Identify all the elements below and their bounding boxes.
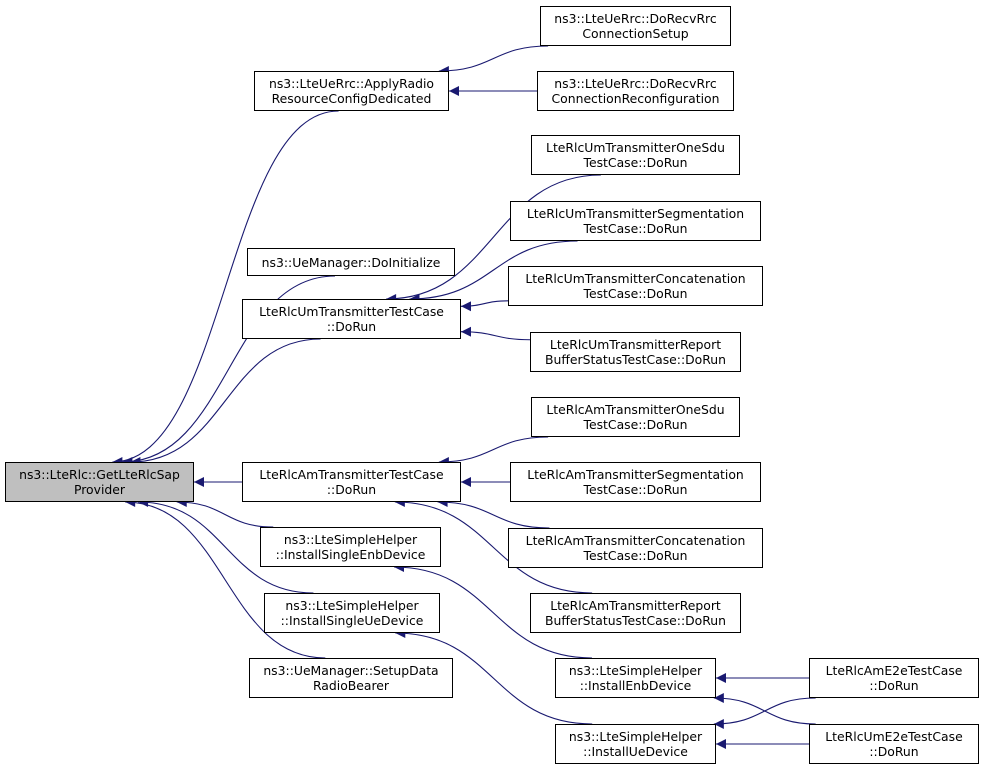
node-label-line2: ConnectionReconfiguration [551,91,720,106]
node-label-line1: ns3::LteUeRrc::DoRecvRrc [554,76,717,91]
node-ue-manager-setup-data-radio-bearer[interactable]: ns3::UeManager::SetupData RadioBearer [249,658,453,698]
edge-ue_mgr_init-to-root [122,275,335,467]
node-label-line1: LteRlcUmE2eTestCase [825,729,963,744]
node-label-line1: LteRlcAmTransmitterTestCase [259,467,444,482]
edge-um_tc-to-root [130,338,321,467]
edge-um_seg-to-um_tc [409,240,578,304]
node-label-line2: BufferStatusTestCase::DoRun [544,613,727,628]
node-label-line1: LteRlcAmE2eTestCase [825,663,963,678]
node-label-line1: LteRlcAmTransmitterReport [550,598,721,613]
node-label-line2: TestCase::DoRun [583,417,688,432]
edge-recv_setup-to-apply_radio [438,45,549,76]
node-label-line1: ns3::UeManager::SetupData [263,663,439,678]
node-label-line1: LteRlcAmTransmitterConcatenation [525,533,746,548]
node-am-e2e-testcase-dorun[interactable]: LteRlcAmE2eTestCase ::DoRun [809,658,979,698]
node-label-line2: TestCase::DoRun [583,286,688,301]
node-install-single-enb-device[interactable]: ns3::LteSimpleHelper ::InstallSingleEnbD… [260,527,441,567]
node-install-single-ue-device[interactable]: ns3::LteSimpleHelper ::InstallSingleUeDe… [264,593,440,633]
node-do-recv-rrc-connection-reconfiguration[interactable]: ns3::LteUeRrc::DoRecvRrc ConnectionRecon… [537,71,734,111]
edge-inst_single_ue-to-root [138,497,314,594]
node-label-line1: ns3::UeManager::DoInitialize [261,254,441,270]
node-label-line1: LteRlcUmTransmitterConcatenation [525,271,746,286]
edge-am_e2e-to-inst_ue [713,697,816,729]
node-label-line2: ::DoRun [326,319,377,334]
node-install-ue-device[interactable]: ns3::LteSimpleHelper ::InstallUeDevice [555,724,716,764]
node-label-line2: ::DoRun [869,678,919,693]
node-am-transmitter-concatenation-testcase[interactable]: LteRlcAmTransmitterConcatenation TestCas… [508,528,763,568]
edge-um_concat-to-um_tc [460,300,509,312]
node-label-line1: ns3::LteUeRrc::DoRecvRrc [554,11,717,26]
node-ue-manager-do-initialize[interactable]: ns3::UeManager::DoInitialize [247,248,455,276]
node-label-line1: ns3::LteSimpleHelper [568,729,703,744]
node-label-line1: LteRlcUmTransmitterOneSdu [546,140,725,155]
node-label-line1: LteRlcAmTransmitterSegmentation [527,467,744,482]
node-am-transmitter-report-buffer-status[interactable]: LteRlcAmTransmitterReport BufferStatusTe… [530,593,741,633]
node-label-line1: LteRlcUmTransmitterReport [549,337,722,352]
node-am-transmitter-onesdu-testcase[interactable]: LteRlcAmTransmitterOneSdu TestCase::DoRu… [531,397,740,437]
edge-am_report-to-am_tc [394,497,593,594]
node-um-transmitter-report-buffer-status[interactable]: LteRlcUmTransmitterReport BufferStatusTe… [530,332,741,372]
node-label-line2: RadioBearer [312,678,390,693]
edge-um_report-to-um_tc [460,326,531,341]
node-label-line2: ::InstallSingleUeDevice [280,613,424,628]
node-apply-radio-resource-config-dedicated[interactable]: ns3::LteUeRrc::ApplyRadio ResourceConfig… [254,71,449,111]
node-label-line1: ns3::LteSimpleHelper [285,598,419,613]
node-install-enb-device[interactable]: ns3::LteSimpleHelper ::InstallEnbDevice [555,658,716,698]
edge-am_onesdu-to-am_tc [438,436,549,467]
node-get-lte-rlc-sap-provider: ns3::LteRlc::GetLteRlcSap Provider [5,462,194,502]
edge-am_concat-to-am_tc [437,497,550,529]
edge-apply_radio-to-root [112,110,339,467]
node-do-recv-rrc-connection-setup[interactable]: ns3::LteUeRrc::DoRecvRrc ConnectionSetup [540,6,731,46]
node-um-transmitter-segmentation-testcase[interactable]: LteRlcUmTransmitterSegmentation TestCase… [510,201,761,241]
edge-um_onesdu-to-um_tc [386,174,601,304]
node-um-transmitter-concatenation-testcase[interactable]: LteRlcUmTransmitterConcatenation TestCas… [508,266,763,306]
node-label-line2: Provider [73,482,125,497]
node-label-line2: TestCase::DoRun [583,548,688,563]
edge-inst_single_enb-to-root [176,497,274,528]
node-um-transmitter-onesdu-testcase[interactable]: LteRlcUmTransmitterOneSdu TestCase::DoRu… [531,135,740,175]
node-am-transmitter-segmentation-testcase[interactable]: LteRlcAmTransmitterSegmentation TestCase… [510,462,761,502]
node-am-transmitter-testcase-dorun[interactable]: LteRlcAmTransmitterTestCase ::DoRun [242,462,461,502]
node-label-line1: ns3::LteSimpleHelper [283,532,418,547]
node-label-line2: TestCase::DoRun [583,221,688,236]
node-label-line2: ::InstallSingleEnbDevice [275,547,426,562]
node-label-line2: TestCase::DoRun [583,155,688,170]
edge-setup_drb-to-root [125,497,326,659]
node-um-e2e-testcase-dorun[interactable]: LteRlcUmE2eTestCase ::DoRun [809,724,979,764]
node-label-line2: TestCase::DoRun [583,482,688,497]
node-um-transmitter-testcase-dorun[interactable]: LteRlcUmTransmitterTestCase ::DoRun [242,299,461,339]
node-label-line2: ConnectionSetup [582,26,689,41]
node-label-line1: LteRlcUmTransmitterSegmentation [526,206,745,221]
node-label-line2: ResourceConfigDedicated [271,91,432,106]
node-label-line2: ::InstallEnbDevice [579,678,692,693]
node-label-line1: ns3::LteRlc::GetLteRlcSap [19,467,180,482]
node-label-line2: ::DoRun [326,482,377,497]
node-label-line1: ns3::LteUeRrc::ApplyRadio [268,76,434,91]
edge-inst_ue-to-inst_single_ue [395,628,593,725]
node-label-line2: ::DoRun [869,744,919,759]
node-label-line1: LteRlcAmTransmitterOneSdu [546,402,725,417]
node-label-line2: ::InstallUeDevice [583,744,688,759]
edge-inst_enb-to-inst_single_enb [394,562,592,659]
node-label-line1: ns3::LteSimpleHelper [568,663,703,678]
node-label-line1: LteRlcUmTransmitterTestCase [259,304,444,319]
node-label-line2: BufferStatusTestCase::DoRun [544,352,727,367]
